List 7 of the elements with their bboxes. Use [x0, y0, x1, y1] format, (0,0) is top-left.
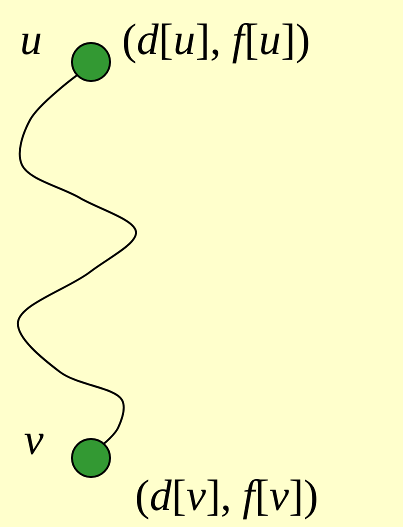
- vertex-dot: [71, 438, 111, 478]
- timestamp-label: (d[v], f[v]): [135, 474, 318, 518]
- wavy-path: [17, 74, 137, 445]
- vertex-label: u: [20, 18, 42, 62]
- timestamp-label: (d[u], f[u]): [122, 18, 310, 62]
- vertex-label: v: [24, 418, 44, 462]
- vertex-dot: [71, 42, 111, 82]
